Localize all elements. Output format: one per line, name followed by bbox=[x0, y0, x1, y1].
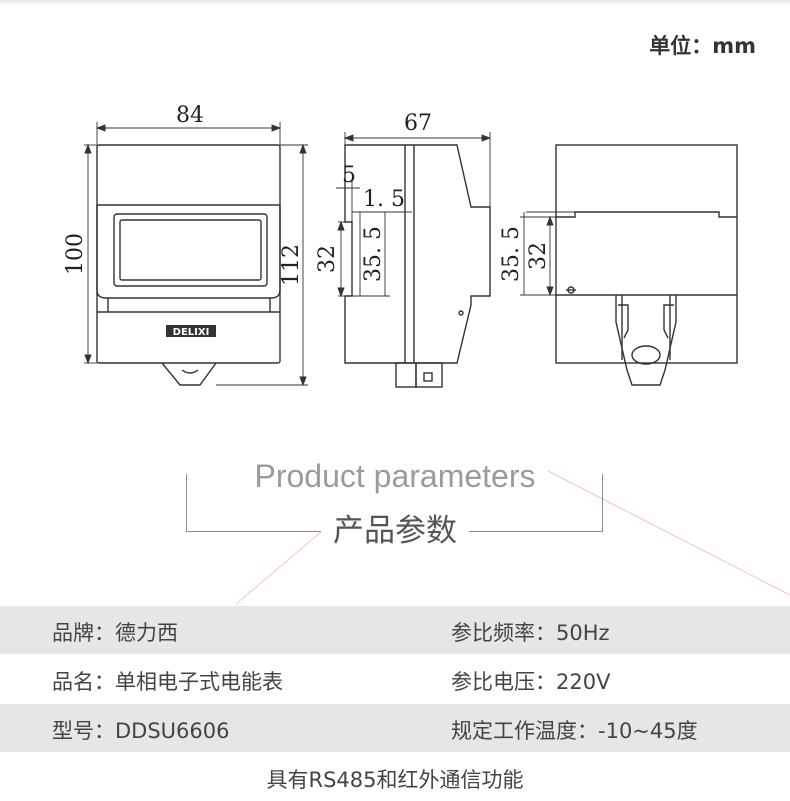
dim-front-width: 84 bbox=[176, 103, 204, 128]
unit-label: 单位：mm bbox=[649, 34, 756, 58]
dim-side-rail: 32 bbox=[315, 245, 340, 273]
param-row-4: 具有RS485和红外通信功能 bbox=[0, 753, 790, 801]
param-brand: 品牌：德力西 bbox=[52, 621, 178, 645]
back-dimensions bbox=[520, 211, 575, 297]
back-view bbox=[555, 144, 738, 386]
param-row-1: 品牌：德力西 参比频率：50Hz bbox=[0, 606, 790, 654]
dim-side-depth: 67 bbox=[404, 111, 432, 136]
param-ref-voltage: 参比电压：220V bbox=[451, 670, 611, 694]
param-row-3: 型号：DDSU6606 规定工作温度：-10~45度 bbox=[0, 704, 790, 752]
top-shadow-bar bbox=[0, 0, 790, 6]
section-title-zh: 产品参数 bbox=[0, 505, 790, 550]
dim-side-step: 5 bbox=[342, 163, 356, 188]
param-ref-freq: 参比频率：50Hz bbox=[451, 621, 610, 645]
param-row-2: 品名：单相电子式电能表 参比电压：220V bbox=[0, 655, 790, 703]
side-view bbox=[344, 144, 491, 388]
dim-front-height-outer: 100 bbox=[63, 233, 88, 275]
front-view bbox=[96, 144, 281, 386]
dim-front-height-total: 112 bbox=[279, 244, 304, 286]
section-title-en: Product parameters bbox=[0, 458, 790, 495]
dim-back-rail: 32 bbox=[526, 242, 551, 270]
dim-back-rail-outer: 35. 5 bbox=[499, 226, 524, 282]
svg-text:DELIXI: DELIXI bbox=[173, 327, 210, 338]
param-product-name: 品名：单相电子式电能表 bbox=[52, 670, 283, 694]
param-feature: 具有RS485和红外通信功能 bbox=[266, 768, 524, 792]
dim-side-rail-outer: 35. 5 bbox=[361, 226, 386, 282]
param-model: 型号：DDSU6606 bbox=[52, 719, 230, 743]
side-dimensions bbox=[336, 132, 492, 298]
delixi-logo: DELIXI bbox=[166, 325, 216, 338]
dim-side-step-small: 1. 5 bbox=[363, 187, 405, 212]
front-dimensions bbox=[84, 122, 308, 387]
param-temperature: 规定工作温度：-10~45度 bbox=[451, 719, 698, 743]
